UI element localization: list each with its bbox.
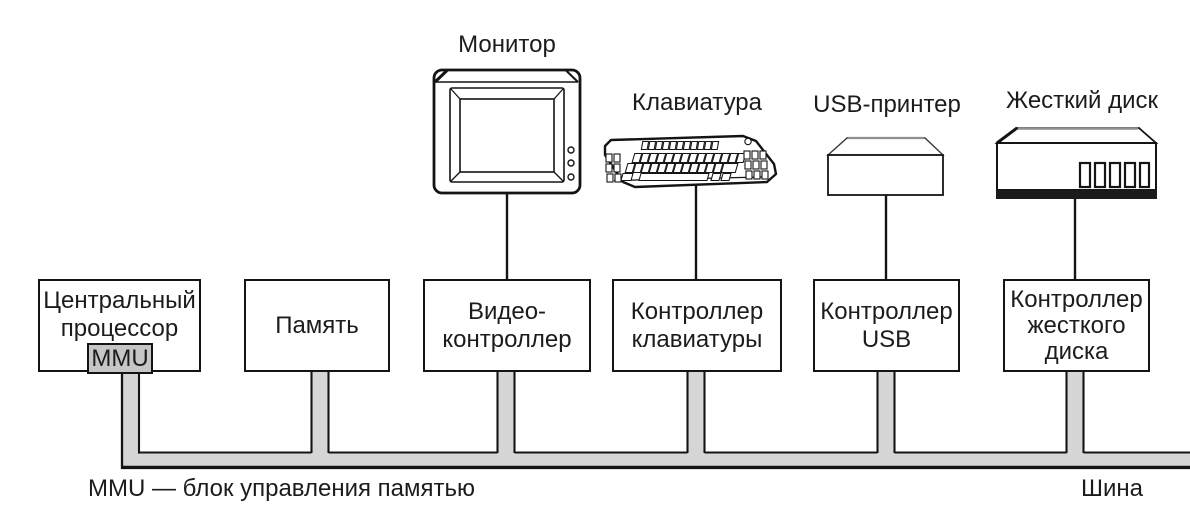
box-video-line1: Видео- — [467, 297, 547, 325]
mmu-note: MMU — блок управления памятью — [88, 475, 476, 502]
monitor-drawing — [432, 68, 582, 195]
keyboard-label: Клавиатура — [632, 89, 762, 116]
box-cpu-line2: процессор — [60, 315, 179, 342]
bus-label: Шина — [1081, 475, 1144, 502]
box-kbd-line1: Контроллер — [630, 297, 764, 325]
box-video-controller: Видео- контроллер — [423, 279, 591, 372]
box-kbd-line2: клавиатуры — [631, 325, 763, 353]
mmu-badge: MMU — [87, 343, 153, 374]
box-memory-line1: Память — [275, 311, 359, 339]
usb-printer-drawing — [826, 136, 945, 196]
disk-label: Жесткий диск — [1005, 87, 1159, 114]
box-usb-line2: USB — [861, 325, 912, 353]
box-keyboard-controller: Контроллер клавиатуры — [612, 279, 782, 372]
box-usb-controller: Контроллер USB — [813, 279, 960, 372]
keyboard-drawing — [603, 134, 778, 189]
printer-label: USB-принтер — [813, 91, 961, 118]
box-video-line2: контроллер — [442, 325, 572, 353]
box-hdd-line1: Контроллер — [1010, 285, 1143, 313]
system-bus — [120, 372, 1190, 470]
box-hdd-line3: диска — [1044, 337, 1109, 365]
box-cpu-line1: Центральный — [43, 287, 196, 314]
box-disk-controller: Контроллер жесткого диска — [1003, 279, 1150, 372]
hard-disk-drawing — [994, 126, 1159, 199]
monitor-label: Монитор — [458, 31, 556, 58]
box-memory: Память — [244, 279, 390, 372]
connector-lines — [505, 184, 1077, 281]
box-usb-line1: Контроллер — [820, 297, 953, 325]
box-hdd-line2: жесткого — [1027, 311, 1126, 339]
